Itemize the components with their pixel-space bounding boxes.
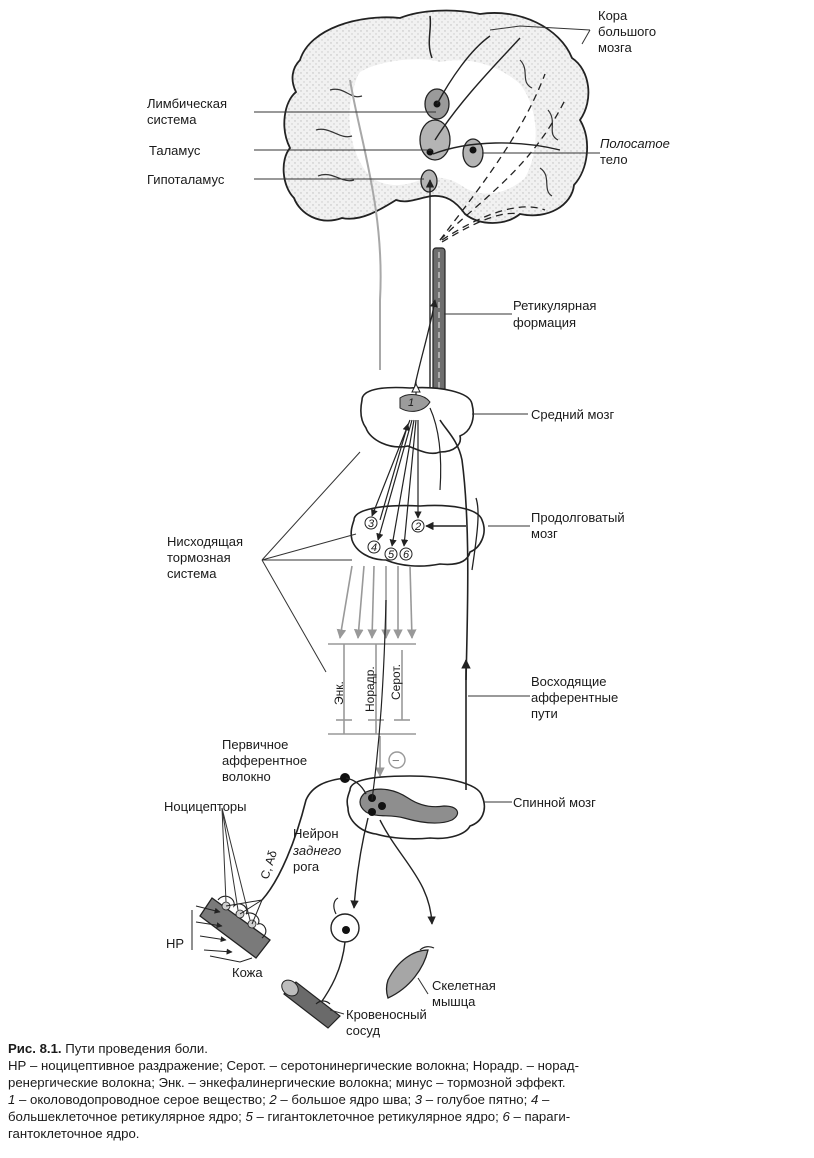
leader-lines [221,25,600,1015]
label-midbrain: Средний мозг [531,407,614,422]
nucleus-3: 3 [368,518,375,530]
label-reticular-2: формация [513,315,576,330]
legend-text-4b: большеклеточное ретикулярное ядро; [8,1109,246,1124]
medulla: 3 4 5 6 2 [350,504,485,567]
inhibitory-minus-sign [388,751,406,769]
label-primary-afferent-3: волокно [222,769,271,784]
pain-pathways-diagram: 1 3 4 5 6 2 [147,8,670,1038]
spinal-cord [346,775,486,840]
descending-inhibitory-system: Энк. Норадр. Серот. − [328,565,417,777]
label-medulla-1: Продолговатый [531,510,625,525]
label-ascending-3: пути [531,706,558,721]
label-medulla-2: мозг [531,526,558,541]
longitudinal-fissure [428,15,433,59]
label-descending-3: система [167,566,217,581]
ascending-afferent-pathway [371,419,479,801]
caption-legend: 1 – околоводопроводное серое вещество; 2… [8,1091,808,1142]
brainstem-connections [371,407,466,547]
legend-num-3: 3 [414,1092,423,1107]
peripheral-nerves [261,773,436,1029]
label-cortex-2: большого [598,24,656,39]
label-cortex-1: Кора [598,8,628,23]
label-dorsal-neuron-1: Нейрон [293,826,339,841]
legend-text-1: – околоводопроводное серое вещество; [15,1092,270,1107]
label-descending-2: тормозная [167,550,231,565]
caption-title: Пути проведения боли. [65,1041,208,1056]
diagram-labels: Кора большого мозга Лимбическая система … [147,8,670,1038]
label-thalamus: Таламус [149,143,201,158]
nucleus-5: 5 [388,549,395,561]
caption-label: Рис. 8.1. [8,1041,62,1056]
legend-text-5: – гигантоклеточное ретикулярное ядро; [252,1109,503,1124]
fiber-noradr: Норадр. [363,666,377,712]
label-striatum-1: Полосатое [600,136,670,151]
legend-text-6: – параги- [509,1109,571,1124]
label-skin: Кожа [232,965,263,980]
label-limbic-1: Лимбическая [147,96,227,111]
label-ascending-2: афферентные [531,690,618,705]
label-vessel-1: Кровеносный [346,1007,427,1022]
medulla-nuclei: 3 4 5 6 2 [364,516,425,561]
label-descending-1: Нисходящая [167,534,243,549]
label-vessel-2: сосуд [346,1023,380,1038]
skin [191,895,271,963]
fiber-serot: Серот. [389,664,403,700]
label-hypothalamus: Гипоталамус [147,172,225,187]
nucleus-2: 2 [414,521,421,533]
legend-num-1: 1 [8,1092,16,1107]
figure-caption: Рис. 8.1. Пути проведения боли. НР – ноц… [8,1040,808,1142]
nucleus-6: 6 [403,549,410,561]
legend-text-3: – голубое пятно; [422,1092,531,1107]
nucleus-1: 1 [408,397,414,409]
legend-text-2: – большое ядро шва; [276,1092,415,1107]
reticular-formation [413,179,446,421]
midbrain: 1 [360,380,475,455]
label-cortex-3: мозга [598,40,632,55]
nucleus-4: 4 [371,542,377,554]
legend-text-6b: гантоклеточное ядро. [8,1126,140,1141]
label-spinal: Спинной мозг [513,795,596,810]
legend-num-2: 2 [269,1092,277,1107]
label-nociceptors: Ноцицепторы [164,799,247,814]
legend-num-4: 4 [530,1092,539,1107]
caption-line-3: ренергические волокна; Энк. – энкефалине… [8,1075,566,1090]
label-muscle-1: Скелетная [432,978,496,993]
legend-num-6: 6 [502,1109,510,1124]
legend-text-4: – [538,1092,550,1107]
hypothalamus-shape [420,169,438,193]
label-striatum-2: тело [600,152,628,167]
label-primary-afferent-1: Первичное [222,737,288,752]
label-muscle-2: мышца [432,994,476,1009]
label-fiber-types: C, Aδ [258,848,280,881]
label-dorsal-neuron-2: заднего [292,843,341,858]
minus-label: − [392,753,400,768]
label-np: НР [166,936,184,951]
label-primary-afferent-2: афферентное [222,753,307,768]
legend-num-5: 5 [245,1109,253,1124]
label-ascending-1: Восходящие [531,674,607,689]
fiber-enk: Энк. [332,681,346,705]
label-reticular-1: Ретикулярная [513,298,596,313]
label-limbic-2: система [147,112,197,127]
caption-line-2: НР – ноцицептивное раздражение; Серот. –… [8,1058,579,1073]
label-dorsal-neuron-3: рога [293,859,320,874]
